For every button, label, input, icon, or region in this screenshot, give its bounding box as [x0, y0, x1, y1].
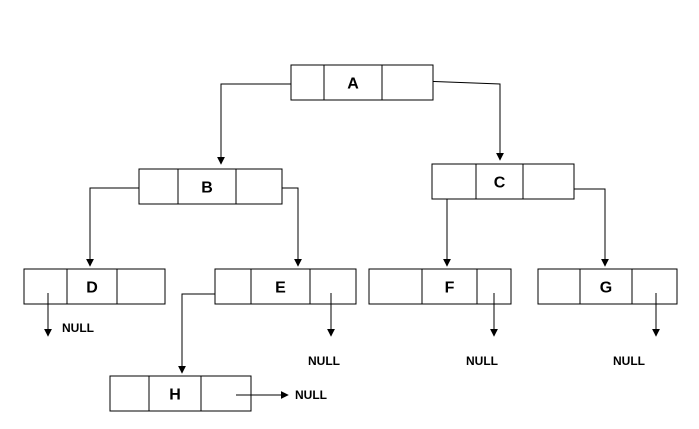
- node-b-right-pointer-cell: [235, 168, 283, 205]
- node-f-right-pointer-cell: [476, 268, 512, 305]
- null-label-g: NULL: [613, 354, 645, 368]
- node-g-label: G: [600, 280, 612, 297]
- node-h-left-pointer-cell: [109, 375, 150, 412]
- node-a-left-pointer-cell: [290, 64, 325, 101]
- node-g-data-cell: [579, 268, 633, 305]
- node-d: D: [23, 268, 166, 305]
- node-g-left-pointer-cell: [537, 268, 581, 305]
- null-pointers: NULL NULL NULL NULL NULL: [44, 293, 660, 402]
- node-f-data-cell: [421, 268, 478, 305]
- node-e-left-pointer-cell: [214, 268, 252, 305]
- node-c-right-pointer-cell: [522, 163, 575, 200]
- node-a: A: [290, 64, 434, 101]
- node-b-left-pointer-cell: [138, 168, 179, 205]
- node-d-right-pointer-cell: [116, 268, 166, 305]
- node-h-data-cell: [148, 375, 202, 412]
- node-c-left-pointer-cell: [431, 163, 477, 200]
- edge-a-to-b: [217, 83, 302, 165]
- node-b: B: [138, 168, 283, 205]
- node-e: E: [214, 268, 357, 305]
- node-f-label: F: [445, 280, 455, 297]
- edge-e-to-h: [178, 293, 219, 374]
- edge-b-to-d: [86, 187, 149, 267]
- node-e-label: E: [275, 280, 286, 297]
- node-d-left-pointer-cell: [23, 268, 68, 305]
- node-c: C: [431, 163, 575, 200]
- node-d-data-cell: [66, 268, 118, 305]
- node-h-right-pointer-cell: [200, 375, 252, 412]
- node-a-right-pointer-cell: [381, 64, 434, 101]
- node-e-right-pointer-cell: [309, 268, 357, 305]
- null-label-h: NULL: [295, 388, 327, 402]
- node-a-label: A: [347, 76, 359, 93]
- node-g: G: [537, 268, 678, 305]
- node-a-data-cell: [323, 64, 383, 101]
- null-label-e: NULL: [308, 354, 340, 368]
- node-d-label: D: [86, 280, 98, 297]
- tree-nodes: A B C D E F G H: [23, 64, 678, 412]
- node-b-label: B: [201, 180, 213, 197]
- node-f: F: [368, 268, 512, 305]
- null-label-f: NULL: [466, 354, 498, 368]
- node-h: H: [109, 375, 252, 412]
- edge-c-to-g: [568, 188, 609, 267]
- node-c-data-cell: [475, 163, 524, 200]
- edge-a-to-c: [420, 80, 504, 161]
- null-label-d: NULL: [62, 321, 94, 335]
- node-b-data-cell: [177, 168, 237, 205]
- node-g-right-pointer-cell: [631, 268, 678, 305]
- node-h-label: H: [169, 387, 181, 404]
- node-c-label: C: [494, 175, 506, 192]
- node-f-left-pointer-cell: [368, 268, 423, 305]
- connectors: [86, 80, 609, 374]
